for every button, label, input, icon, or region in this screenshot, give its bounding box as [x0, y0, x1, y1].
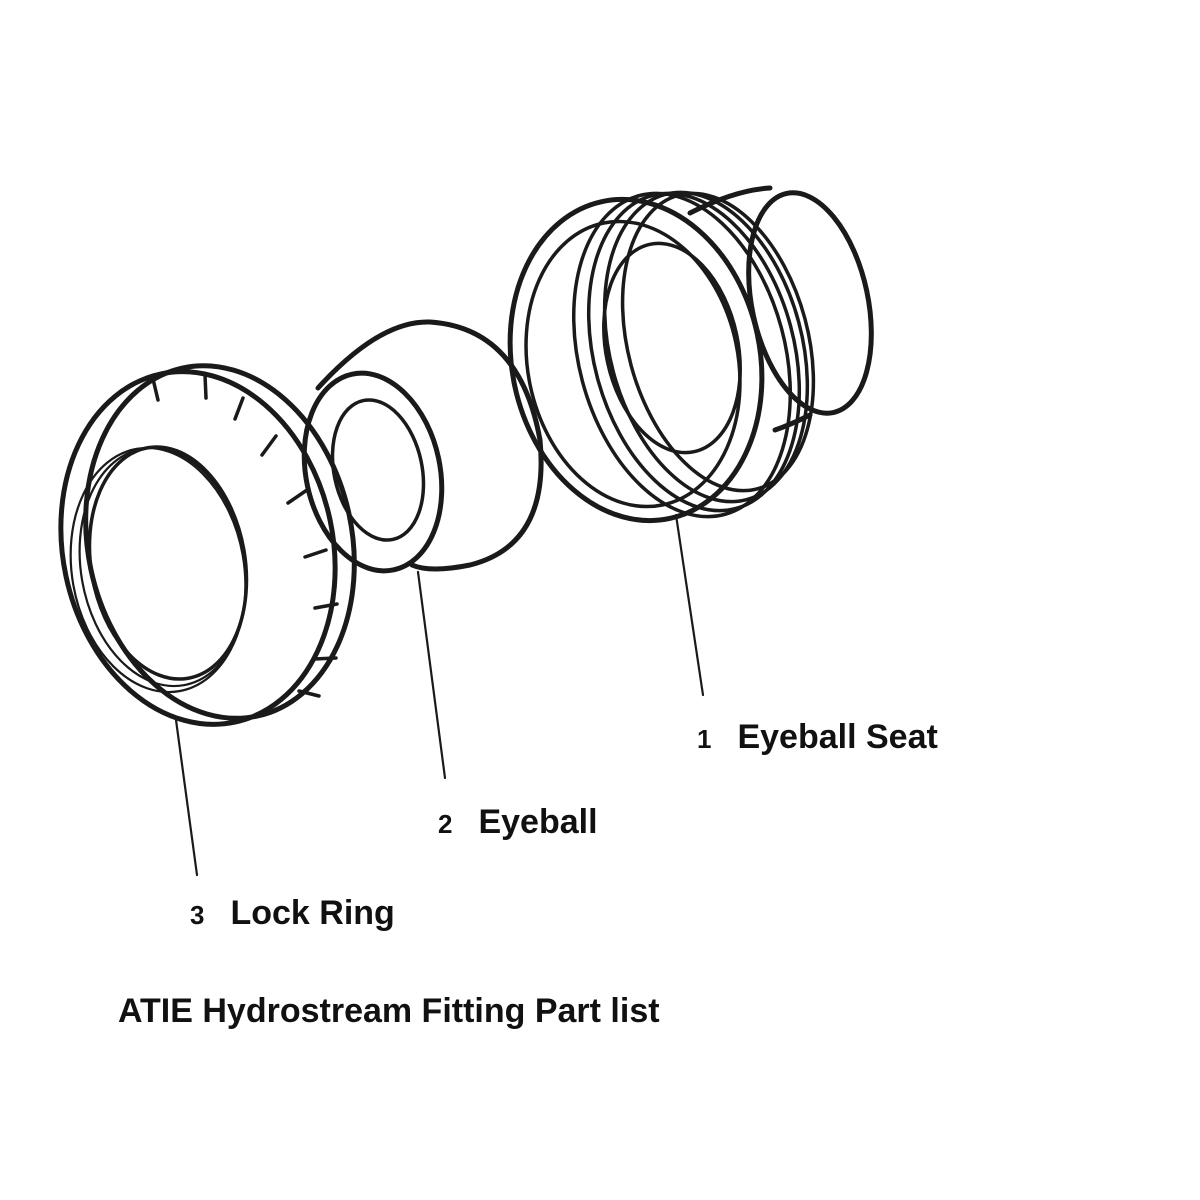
part-number-2: 2	[438, 809, 453, 839]
part-label-eyeball: Eyeball	[478, 803, 598, 841]
callout-lock-ring: 3 Lock Ring	[190, 894, 395, 933]
eyeball-seat-leader	[674, 513, 705, 697]
eyeball-seat-drawing	[507, 185, 874, 524]
part-label-eyeball-seat: Eyeball Seat	[737, 718, 938, 756]
eyeball-leader	[416, 570, 447, 780]
diagram-caption: ATIE Hydrostream Fitting Part list	[118, 992, 660, 1030]
lock-ring-leader	[174, 718, 199, 877]
callout-eyeball: 2 Eyeball	[438, 803, 598, 842]
part-label-lock-ring: Lock Ring	[230, 894, 395, 932]
callout-eyeball-seat: 1 Eyeball Seat	[697, 718, 938, 757]
eyeball-drawing	[301, 319, 544, 574]
lock-ring-drawing	[58, 363, 357, 727]
part-number-1: 1	[697, 724, 712, 754]
part-number-3: 3	[190, 900, 205, 930]
